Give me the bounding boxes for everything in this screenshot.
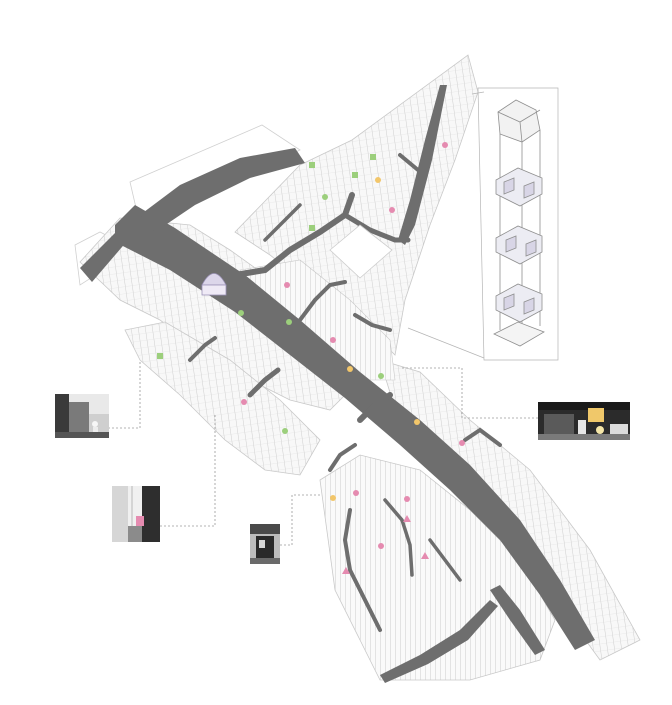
activity-marker bbox=[404, 496, 410, 502]
activity-marker bbox=[322, 194, 328, 200]
activity-marker bbox=[284, 282, 290, 288]
building-blocks bbox=[79, 54, 641, 681]
alleys bbox=[188, 153, 502, 632]
activity-marker bbox=[421, 552, 429, 559]
south-branch-road-2 bbox=[380, 600, 498, 683]
activity-marker bbox=[352, 172, 358, 178]
photo-narrow-passage bbox=[112, 486, 160, 542]
inset-exploded-building bbox=[484, 90, 558, 358]
block-southwest bbox=[124, 321, 321, 476]
open-lot bbox=[329, 224, 393, 279]
activity-marker bbox=[370, 154, 376, 160]
activity-markers bbox=[157, 142, 465, 574]
activity-marker bbox=[375, 177, 381, 183]
activity-marker bbox=[309, 225, 315, 231]
photo-alley-wall bbox=[55, 394, 109, 438]
activity-marker bbox=[347, 366, 353, 372]
activity-marker bbox=[378, 373, 384, 379]
activity-marker bbox=[459, 440, 465, 446]
east-ridge-road bbox=[398, 85, 447, 245]
activity-marker bbox=[342, 567, 350, 574]
block-north-wedge bbox=[234, 54, 479, 356]
photo-night-street bbox=[538, 402, 630, 440]
dome-landmark bbox=[201, 273, 227, 296]
activity-marker bbox=[241, 399, 247, 405]
street-network bbox=[80, 85, 595, 683]
activity-marker bbox=[330, 337, 336, 343]
activity-marker bbox=[442, 142, 448, 148]
activity-marker bbox=[282, 428, 288, 434]
activity-marker bbox=[353, 490, 359, 496]
activity-marker bbox=[238, 310, 244, 316]
activity-marker bbox=[414, 419, 420, 425]
main-road bbox=[115, 205, 595, 650]
activity-marker bbox=[157, 353, 163, 359]
activity-marker bbox=[389, 207, 395, 213]
activity-marker bbox=[378, 543, 384, 549]
road-stub-west bbox=[80, 230, 128, 282]
activity-marker bbox=[286, 319, 292, 325]
activity-marker bbox=[309, 162, 315, 168]
north-road bbox=[140, 148, 305, 232]
south-branch-road bbox=[490, 585, 545, 655]
activity-marker bbox=[330, 495, 336, 501]
activity-marker bbox=[403, 515, 411, 522]
photo-doorway bbox=[250, 524, 280, 564]
